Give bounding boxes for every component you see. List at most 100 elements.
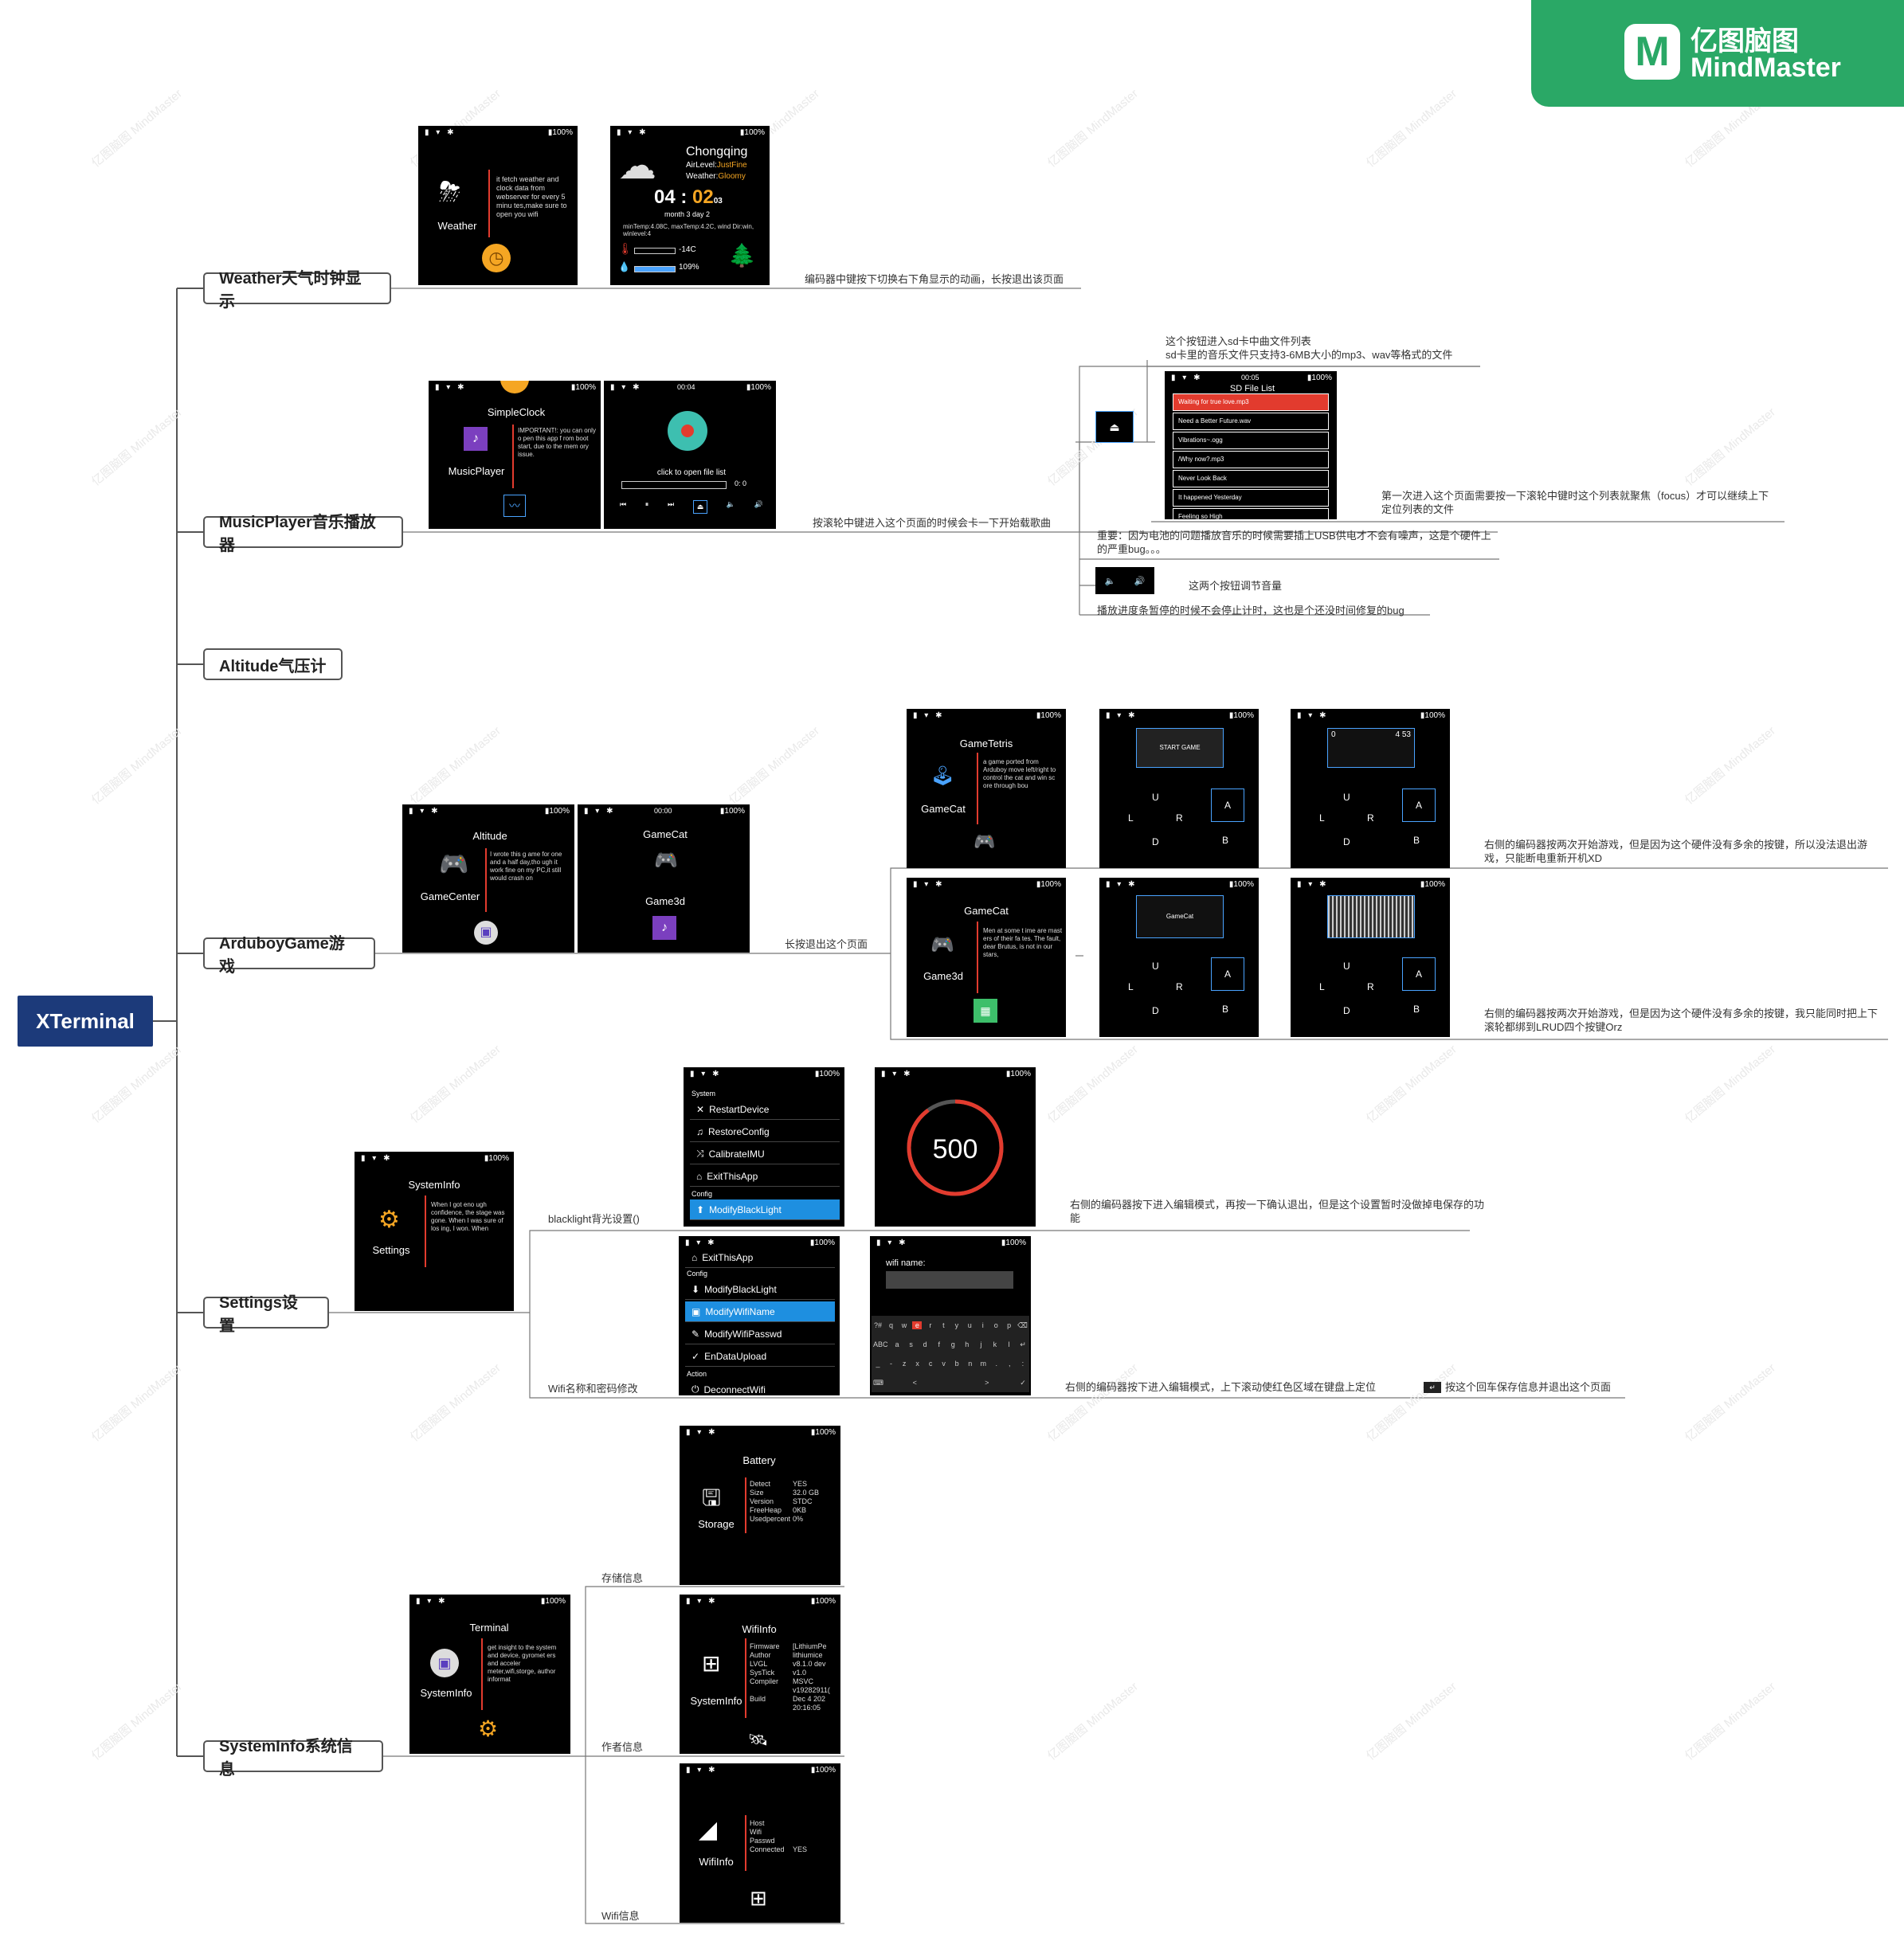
keyboard-key[interactable]: o: [993, 1321, 998, 1329]
wifi-name-input[interactable]: [886, 1271, 1013, 1289]
keyboard-key[interactable]: z: [902, 1360, 907, 1368]
menu-item-data-upload[interactable]: ✓EnDataUpload: [685, 1346, 835, 1367]
pad-b-button[interactable]: B: [1413, 1004, 1420, 1015]
keyboard-key[interactable]: b: [954, 1360, 959, 1368]
menu-item-calibrate[interactable]: ⤨CalibrateIMU: [690, 1144, 840, 1164]
keyboard-key[interactable]: y: [954, 1321, 959, 1329]
sd-file-item[interactable]: Waiting for true love.mp3: [1173, 393, 1329, 411]
game-viewport: GameCat: [1136, 895, 1224, 938]
status-bar: ▮ ▾ ✱▮100%: [425, 128, 573, 138]
keyboard-key[interactable]: ⌨: [873, 1378, 883, 1387]
keyboard-key[interactable]: >: [985, 1379, 989, 1387]
keyboard-key[interactable]: e: [912, 1321, 923, 1329]
keyboard-key[interactable]: ,: [1009, 1360, 1011, 1368]
topic-music[interactable]: MusicPlayer音乐播放器: [203, 514, 403, 554]
sd-file-item[interactable]: /Why now?.mp3: [1173, 451, 1329, 468]
keyboard-key[interactable]: v: [942, 1360, 946, 1368]
keyboard-key[interactable]: -: [890, 1360, 893, 1368]
pad-a-button[interactable]: A: [1211, 789, 1244, 822]
sd-file-item[interactable]: Never Look Back: [1173, 470, 1329, 487]
keyboard-key[interactable]: j: [980, 1340, 982, 1348]
info-value: 20:16:05: [793, 1704, 821, 1712]
menu-item-wifi-name[interactable]: ▣ModifyWifiName: [685, 1301, 835, 1322]
keyboard-key[interactable]: <: [912, 1379, 917, 1387]
pad-b-button[interactable]: B: [1222, 835, 1229, 846]
gear-icon: ⚙: [378, 1207, 400, 1233]
keyboard-key[interactable]: q: [888, 1321, 893, 1329]
keyboard-key[interactable]: x: [915, 1360, 919, 1368]
volume-down-icon[interactable]: 🔈: [726, 500, 736, 508]
keyboard-key[interactable]: ✓: [1020, 1378, 1026, 1387]
keyboard-key[interactable]: _: [876, 1360, 880, 1368]
keyboard-key[interactable]: ?#: [873, 1321, 882, 1329]
menu-item-wifi-passwd[interactable]: ✎ModifyWifiPasswd: [685, 1324, 835, 1344]
gamepad-icon: 🎮: [974, 832, 996, 851]
pad-a-button[interactable]: A: [1402, 789, 1436, 822]
keyboard-key[interactable]: h: [965, 1340, 970, 1348]
upload-icon: ⬆: [696, 1203, 705, 1215]
creeper-icon: ▦: [974, 999, 997, 1023]
menu-item-restart[interactable]: ✕RestartDevice: [690, 1099, 840, 1120]
pad-a-button[interactable]: A: [1211, 957, 1244, 991]
clock-colon: :: [680, 186, 688, 208]
next-track-icon[interactable]: ⏭: [667, 500, 675, 508]
keyboard-key[interactable]: l: [1008, 1340, 1010, 1348]
menu-item-backlight[interactable]: ⬇ModifyBlackLight: [685, 1279, 835, 1300]
menu-item-backlight[interactable]: ⬆ModifyBlackLight: [690, 1199, 840, 1220]
keyboard-key[interactable]: r: [929, 1321, 932, 1329]
prev-track-icon[interactable]: ⏮: [620, 500, 627, 508]
pad-b-button[interactable]: B: [1413, 835, 1420, 846]
status-icons: ▮ ▾ ✱: [876, 1239, 908, 1247]
keyboard-key[interactable]: i: [981, 1321, 984, 1329]
keyboard-key[interactable]: d: [923, 1340, 927, 1348]
keyboard-key[interactable]: t: [942, 1321, 945, 1329]
sd-file-item[interactable]: Need a Better Future.wav: [1173, 413, 1329, 430]
keyboard-key[interactable]: a: [895, 1340, 899, 1348]
topic-settings[interactable]: Settings设置: [203, 1294, 329, 1335]
waveform-icon: 〰: [503, 495, 526, 517]
keyboard-key[interactable]: w: [901, 1321, 907, 1329]
keyboard-key[interactable]: p: [1007, 1321, 1012, 1329]
root-node[interactable]: XTerminal: [18, 996, 153, 1047]
folder-list-icon[interactable]: ⏏: [692, 500, 708, 514]
pad-a-button[interactable]: A: [1402, 957, 1436, 991]
info-key: Connected: [750, 1845, 785, 1853]
menu-item-restore[interactable]: ♫RestoreConfig: [690, 1121, 840, 1142]
keyboard-key[interactable]: c: [928, 1360, 933, 1368]
shuffle-icon: ⤨: [696, 1148, 704, 1159]
keyboard-key[interactable]: :: [1021, 1360, 1024, 1368]
topic-weather[interactable]: Weather天气时钟显示: [203, 270, 391, 311]
sysinfo-card-screen: ▮ ▾ ✱▮100% Terminal ▣ SystemInfo get ins…: [409, 1595, 570, 1754]
keyboard-key[interactable]: ⌫: [1017, 1321, 1028, 1329]
pause-icon[interactable]: ⏸: [644, 500, 649, 508]
keyboard-key[interactable]: k: [993, 1340, 997, 1348]
game-viewport: 0 4 53: [1327, 728, 1415, 768]
progress-bar[interactable]: [621, 481, 727, 489]
status-icons: ▮ ▾ ✱: [1106, 880, 1138, 889]
menu-item-exit[interactable]: ⌂ExitThisApp: [685, 1247, 835, 1268]
status-bar: ▮ ▾ ✱▮100%: [690, 1070, 840, 1079]
keyboard-key[interactable]: f: [938, 1340, 940, 1348]
keyboard-key[interactable]: s: [909, 1340, 913, 1348]
keyboard-key[interactable]: .: [995, 1360, 998, 1368]
volume-up-icon[interactable]: 🔊: [754, 500, 763, 508]
menu-item-label: RestoreConfig: [708, 1125, 770, 1137]
keyboard-key[interactable]: g: [950, 1340, 955, 1348]
menu-item-exit[interactable]: ⌂ExitThisApp: [690, 1166, 840, 1187]
keyboard-key[interactable]: ↵: [1020, 1340, 1026, 1348]
keyboard-key[interactable]: u: [967, 1321, 972, 1329]
topic-altitude[interactable]: Altitude气压计: [203, 648, 343, 680]
sd-file-item[interactable]: Feeling so High: [1173, 508, 1329, 519]
menu-item-disconnect[interactable]: ⏻DeconnectWifi: [685, 1379, 835, 1395]
keyboard-key[interactable]: n: [968, 1360, 973, 1368]
backlight-arc-gauge[interactable]: [903, 1096, 1007, 1199]
sd-file-item[interactable]: It happened Yesterday: [1173, 489, 1329, 507]
topic-sysinfo[interactable]: SystemInfo系统信息: [203, 1738, 383, 1779]
game3d-play-screen: ▮ ▾ ✱▮100% U L R D A B: [1291, 878, 1450, 1037]
keyboard-key[interactable]: m: [980, 1360, 987, 1368]
gamepad-icon: 🕹: [930, 765, 955, 787]
keyboard-key[interactable]: ABC: [873, 1340, 888, 1348]
topic-game[interactable]: ArduboyGame游戏: [203, 935, 375, 976]
pad-b-button[interactable]: B: [1222, 1004, 1229, 1015]
sd-file-item[interactable]: Vibrations~.ogg: [1173, 432, 1329, 449]
